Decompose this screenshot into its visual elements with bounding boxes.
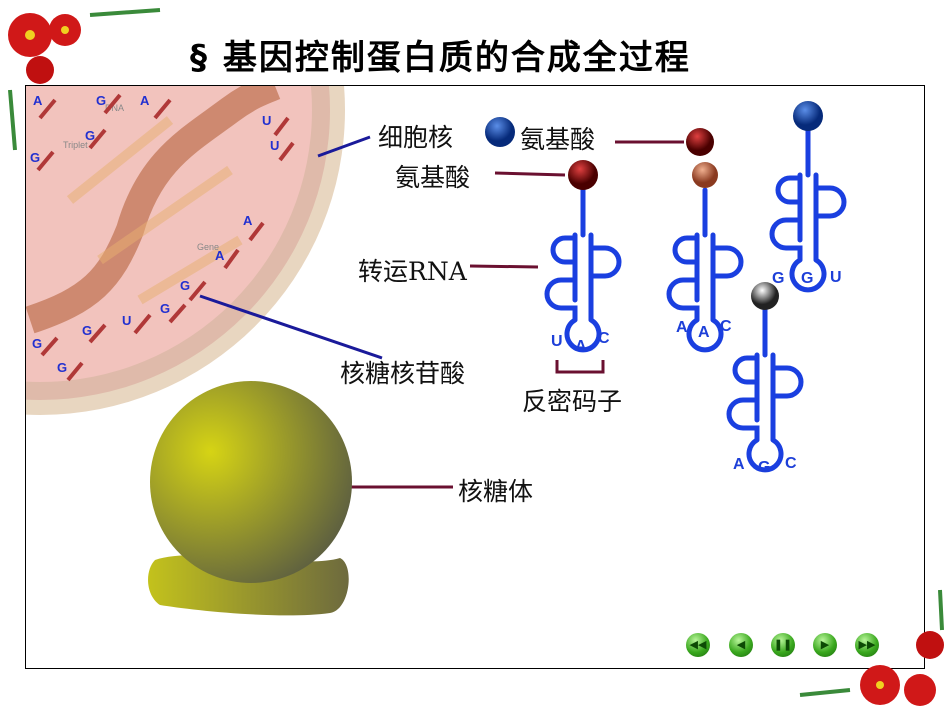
nucleus-pointer	[317, 135, 371, 158]
svg-text:A: A	[243, 213, 253, 228]
next-slide-button[interactable]: ▶	[813, 633, 837, 657]
svg-text:U: U	[122, 313, 131, 328]
ribonucleotide-pointer	[199, 294, 383, 360]
svg-text:G: G	[57, 360, 67, 375]
svg-text:G: G	[160, 301, 170, 316]
svg-text:G: G	[96, 93, 106, 108]
svg-text:A: A	[33, 93, 43, 108]
rewind-icon: ◀◀	[689, 638, 707, 651]
svg-text:G: G	[82, 323, 92, 338]
trna-1	[547, 160, 619, 350]
nucleotides	[36, 93, 295, 382]
label-anticodon: 反密码子	[522, 387, 623, 416]
base-label: C	[598, 330, 610, 347]
label-ribonucleotide: 核糖核苷酸	[340, 359, 466, 388]
slide-frame	[25, 85, 925, 669]
base-label: C	[785, 455, 797, 472]
poinsettia-decoration	[8, 8, 944, 706]
label-nucleus: 细胞核	[378, 123, 454, 152]
label-amino-acid: 氨基酸	[520, 125, 596, 154]
base-label: G	[801, 270, 814, 287]
svg-text:G: G	[180, 278, 190, 293]
base-label: U	[551, 333, 563, 350]
pause-button[interactable]: ❚❚	[771, 633, 795, 657]
label-ribosome: 核糖体	[458, 477, 534, 506]
base-label: A	[733, 456, 745, 473]
svg-text:DNA: DNA	[105, 103, 124, 113]
base-label: A	[676, 319, 688, 336]
svg-text:A: A	[215, 248, 225, 263]
slide-title: § 基因控制蛋白质的合成全过程	[190, 38, 691, 78]
svg-text:Triplet: Triplet	[63, 140, 88, 150]
play-back-icon: ◀	[736, 638, 746, 651]
pause-icon: ❚❚	[773, 638, 793, 651]
svg-text:Gene: Gene	[197, 242, 219, 252]
amino-acid-ball	[568, 160, 598, 190]
fast-forward-icon: ▶▶	[858, 638, 876, 651]
svg-text:G: G	[85, 128, 95, 143]
last-slide-button[interactable]: ▶▶	[855, 633, 879, 657]
first-slide-button[interactable]: ◀◀	[686, 633, 710, 657]
svg-text:U: U	[262, 113, 271, 128]
base-label: C	[720, 318, 732, 335]
ribosome-large-subunit	[150, 381, 352, 583]
base-label: A	[575, 338, 587, 355]
svg-text:G: G	[30, 150, 40, 165]
play-icon: ▶	[820, 638, 830, 651]
trna-3	[772, 101, 844, 290]
anticodon-bracket	[555, 360, 605, 374]
base-label: G	[758, 459, 771, 476]
base-label: A	[698, 324, 710, 341]
previous-slide-button[interactable]: ◀	[729, 633, 753, 657]
label-amino-acid: 氨基酸	[395, 163, 471, 192]
amino-acid-ball-blue	[485, 117, 515, 147]
label-trna: 转运RNA	[358, 257, 467, 286]
trna-4	[729, 282, 801, 470]
svg-text:A: A	[140, 93, 150, 108]
trna-2	[669, 128, 741, 350]
svg-text:G: G	[32, 336, 42, 351]
base-label: G	[772, 270, 785, 287]
svg-text:U: U	[270, 138, 279, 153]
base-label: U	[830, 269, 842, 286]
